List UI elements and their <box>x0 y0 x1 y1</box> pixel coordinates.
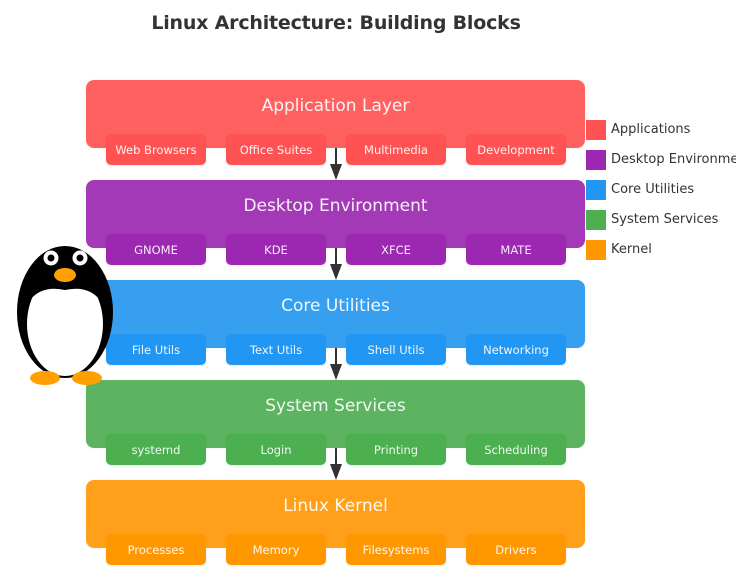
layer-title: System Services <box>265 396 406 416</box>
arrow-down <box>330 248 342 280</box>
penguin-beak <box>54 268 76 282</box>
arrow-down <box>330 348 342 380</box>
penguin-foot-left <box>30 371 60 385</box>
legend-item-system-services: System Services <box>586 210 736 240</box>
component-box: XFCE <box>346 234 446 265</box>
penguin-eye-left <box>43 250 59 266</box>
layer-title: Desktop Environment <box>243 196 428 216</box>
layer-title: Linux Kernel <box>283 496 388 516</box>
component-box: Printing <box>346 434 446 465</box>
component-box: File Utils <box>106 334 206 365</box>
component-box: Web Browsers <box>106 134 206 165</box>
arrow-head <box>330 264 342 280</box>
penguin-pupil-right <box>76 254 84 262</box>
component-box: Office Suites <box>226 134 326 165</box>
arrow-down <box>330 148 342 180</box>
arrow-head <box>330 464 342 480</box>
arrow-head <box>330 164 342 180</box>
penguin-pupil-left <box>47 254 55 262</box>
component-box: Networking <box>466 334 566 365</box>
component-box: Login <box>226 434 326 465</box>
legend-item-kernel: Kernel <box>586 240 736 270</box>
component-box: Memory <box>226 534 326 565</box>
diagram-title: Linux Architecture: Building Blocks <box>151 12 521 34</box>
component-box: Development <box>466 134 566 165</box>
component-box: GNOME <box>106 234 206 265</box>
component-box: Processes <box>106 534 206 565</box>
legend-item-core-utilities: Core Utilities <box>586 180 736 210</box>
legend-item-applications: Applications <box>586 120 736 150</box>
component-box: KDE <box>226 234 326 265</box>
legend-item-desktop-environment: Desktop Environment <box>586 150 736 180</box>
penguin-eye-right <box>72 250 88 266</box>
legend-swatch <box>586 180 606 200</box>
legend-label: System Services <box>611 212 719 227</box>
legend-swatch <box>586 240 606 260</box>
legend: Applications Desktop Environment Core Ut… <box>586 120 736 270</box>
component-box: Text Utils <box>226 334 326 365</box>
component-box: Drivers <box>466 534 566 565</box>
component-box: systemd <box>106 434 206 465</box>
component-box: Multimedia <box>346 134 446 165</box>
legend-label: Core Utilities <box>611 182 695 197</box>
legend-swatch <box>586 210 606 230</box>
legend-label: Applications <box>611 122 691 137</box>
component-box: MATE <box>466 234 566 265</box>
component-box: Filesystems <box>346 534 446 565</box>
arrow-down <box>330 448 342 480</box>
layer-title: Core Utilities <box>281 296 390 316</box>
component-box: Scheduling <box>466 434 566 465</box>
layer-title: Application Layer <box>261 96 410 116</box>
legend-swatch <box>586 150 606 170</box>
arrow-head <box>330 364 342 380</box>
legend-label: Desktop Environment <box>611 152 736 167</box>
legend-label: Kernel <box>611 242 652 257</box>
legend-swatch <box>586 120 606 140</box>
component-box: Shell Utils <box>346 334 446 365</box>
